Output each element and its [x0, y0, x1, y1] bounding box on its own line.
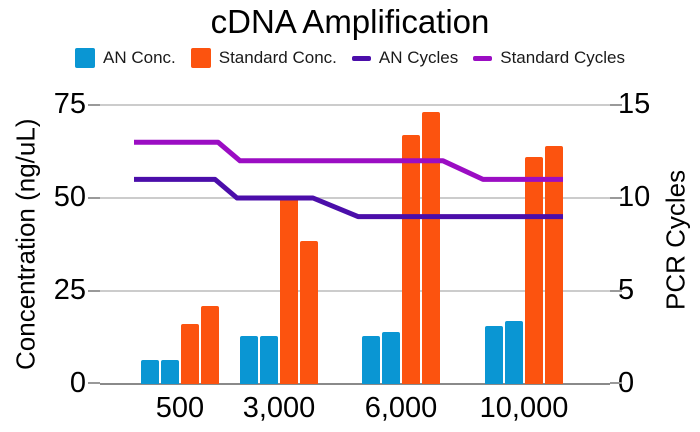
legend-item-standard-conc: Standard Conc. [190, 48, 337, 68]
line-an-cycles [134, 176, 563, 220]
bar-an-conc- [141, 359, 159, 384]
bar-standard-conc- [402, 134, 420, 384]
bar-an-conc- [382, 331, 400, 384]
lines-layer [134, 139, 563, 220]
legend-item-an-conc: AN Conc. [75, 48, 176, 68]
right-tick-label: 5 [618, 274, 635, 306]
left-tick-label: 75 [53, 88, 86, 120]
right-axis-title: PCR Cycles [660, 169, 691, 311]
bar-standard-conc- [422, 112, 440, 384]
line-standard-cycles [134, 139, 563, 182]
bar-standard-conc- [201, 305, 219, 384]
an-cycles-line-swatch-icon [351, 55, 371, 61]
left-axis-tick [88, 104, 100, 106]
left-axis-tick [88, 382, 100, 384]
bar-an-conc- [485, 326, 503, 384]
right-axis-tick [610, 290, 622, 292]
x-category-label: 6,000 [364, 392, 438, 424]
an-conc-swatch-icon [75, 48, 95, 68]
standard-cycles-line-swatch-icon [473, 55, 493, 61]
bar-standard-conc- [181, 324, 199, 384]
bar-an-conc- [161, 359, 179, 384]
x-axis-line [100, 383, 610, 385]
right-tick-label: 15 [618, 88, 651, 120]
legend: AN Conc. Standard Conc. AN Cycles Standa… [0, 48, 700, 68]
plot-area [88, 104, 622, 385]
legend-item-standard-cycles: Standard Cycles [473, 48, 625, 68]
standard-conc-swatch-icon [190, 48, 211, 68]
bar-an-conc- [260, 335, 278, 384]
right-tick-label: 10 [618, 181, 651, 213]
bar-an-conc- [362, 335, 380, 384]
legend-item-an-cycles: AN Cycles [351, 48, 459, 68]
right-axis-tick [610, 104, 622, 106]
bar-standard-conc- [525, 157, 543, 384]
bar-an-conc- [505, 320, 523, 384]
legend-label: Standard Conc. [218, 48, 337, 67]
gridline [100, 290, 610, 292]
bar-standard-conc- [545, 145, 563, 384]
legend-label: Standard Cycles [500, 48, 625, 67]
bar-an-conc- [240, 335, 258, 384]
right-axis-tick [610, 382, 622, 384]
left-tick-label: 0 [69, 367, 86, 399]
chart-title: cDNA Amplification [210, 3, 490, 40]
right-tick-label: 0 [618, 367, 635, 399]
right-axis-tick [610, 197, 622, 199]
x-category-label: 3,000 [242, 392, 316, 424]
left-axis-title: Concentration (ng/uL) [10, 118, 41, 370]
gridline [100, 104, 610, 106]
x-category-label: 500 [155, 392, 205, 424]
bar-standard-conc- [300, 240, 318, 384]
left-axis-tick [88, 290, 100, 292]
left-tick-label: 25 [53, 274, 86, 306]
gridline [100, 197, 610, 199]
legend-label: AN Cycles [378, 48, 459, 67]
bar-standard-conc- [280, 198, 298, 384]
x-category-label: 10,000 [479, 392, 569, 424]
left-axis-tick [88, 197, 100, 199]
legend-label: AN Conc. [103, 48, 176, 67]
left-tick-label: 50 [53, 181, 86, 213]
